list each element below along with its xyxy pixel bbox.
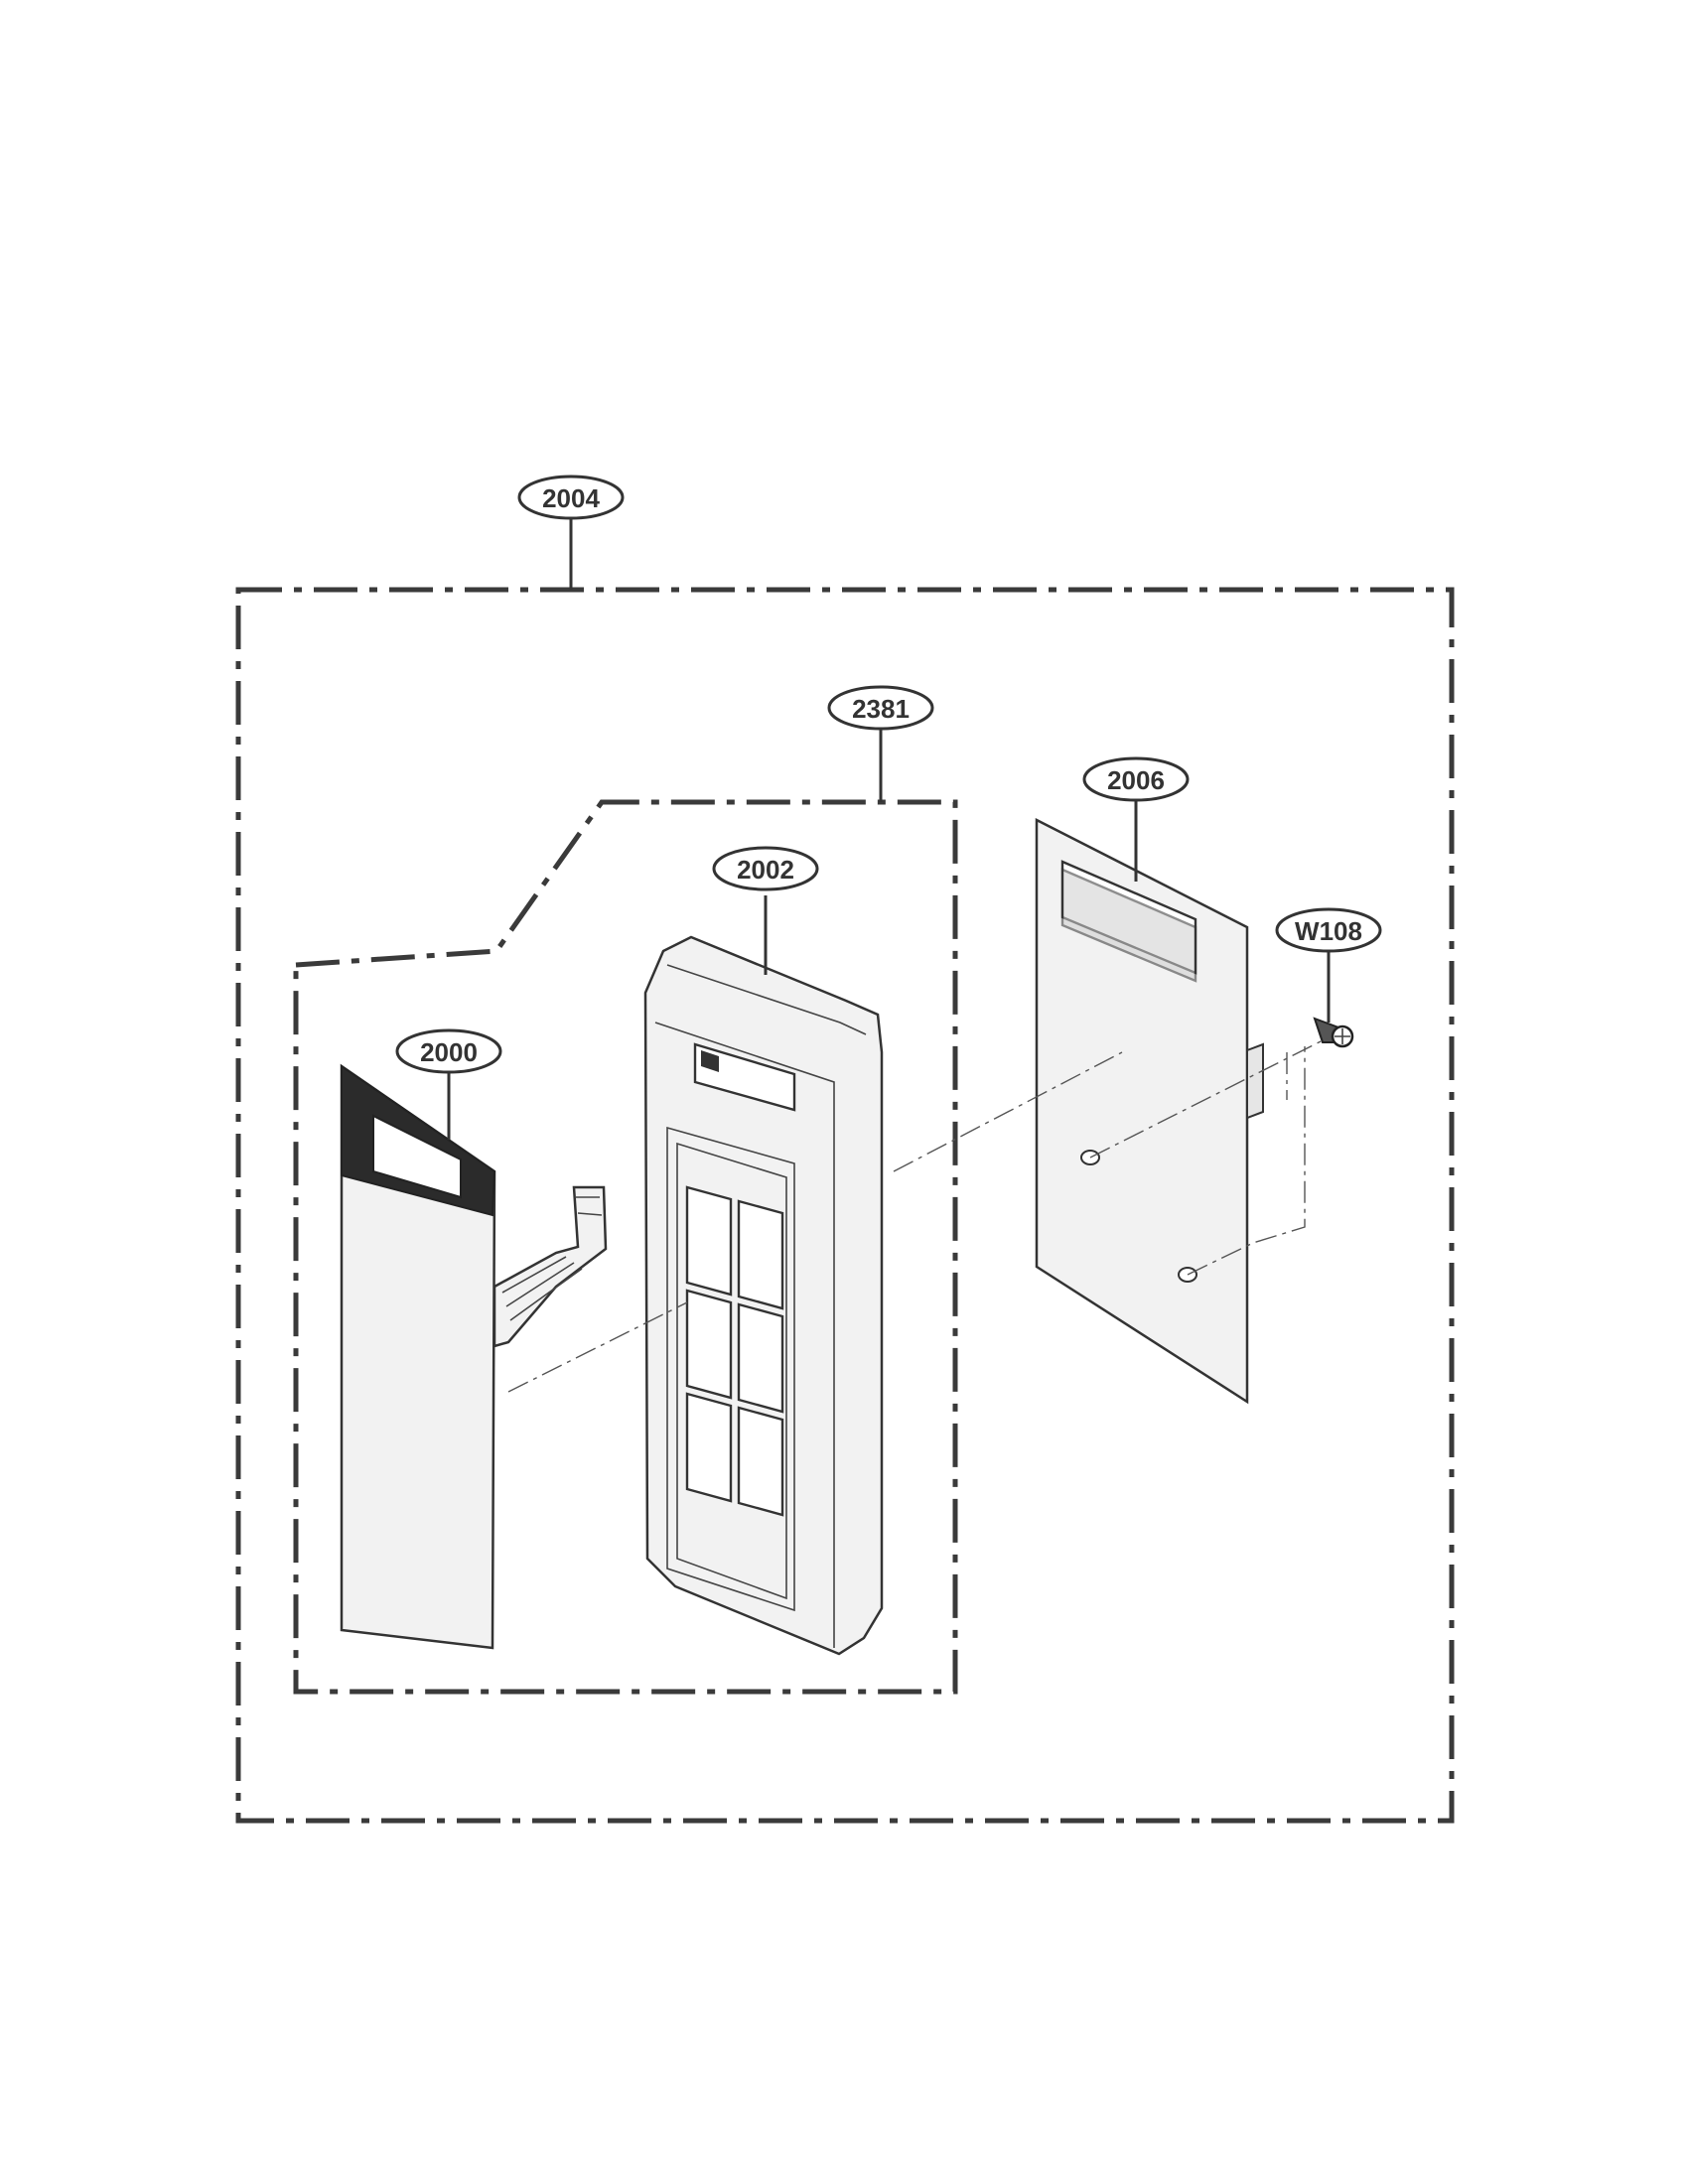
pcb-board xyxy=(1035,817,1264,1405)
callout-2006: 2006 xyxy=(1082,756,1190,802)
callout-2002: 2002 xyxy=(712,846,819,891)
keypad-key xyxy=(685,1185,733,1297)
callout-w108: W108 xyxy=(1275,907,1382,953)
keypad-key xyxy=(737,1199,784,1310)
callout-2381: 2381 xyxy=(827,685,934,731)
keypad-key xyxy=(737,1302,784,1414)
leader-lines xyxy=(447,518,1331,1140)
projection-lines xyxy=(507,1035,1332,1393)
keypad-key xyxy=(685,1392,733,1503)
callout-2381-label: 2381 xyxy=(852,694,910,724)
callout-2000: 2000 xyxy=(395,1028,502,1074)
screw-w108 xyxy=(1313,1017,1354,1048)
callout-2002-label: 2002 xyxy=(737,855,794,885)
callout-w108-label: W108 xyxy=(1295,916,1362,946)
keypad-key xyxy=(685,1289,733,1400)
keypad-key xyxy=(737,1406,784,1517)
sub-assembly-boundary xyxy=(293,799,958,1695)
callout-2004-label: 2004 xyxy=(542,483,600,513)
membrane-keypad xyxy=(340,1063,608,1650)
ribbon-cable xyxy=(492,1185,608,1348)
key-grid xyxy=(685,1185,784,1517)
callout-2000-label: 2000 xyxy=(420,1037,478,1067)
callout-2006-label: 2006 xyxy=(1107,765,1165,795)
assembly-boundary xyxy=(235,587,1455,1824)
callout-2004: 2004 xyxy=(517,475,625,520)
